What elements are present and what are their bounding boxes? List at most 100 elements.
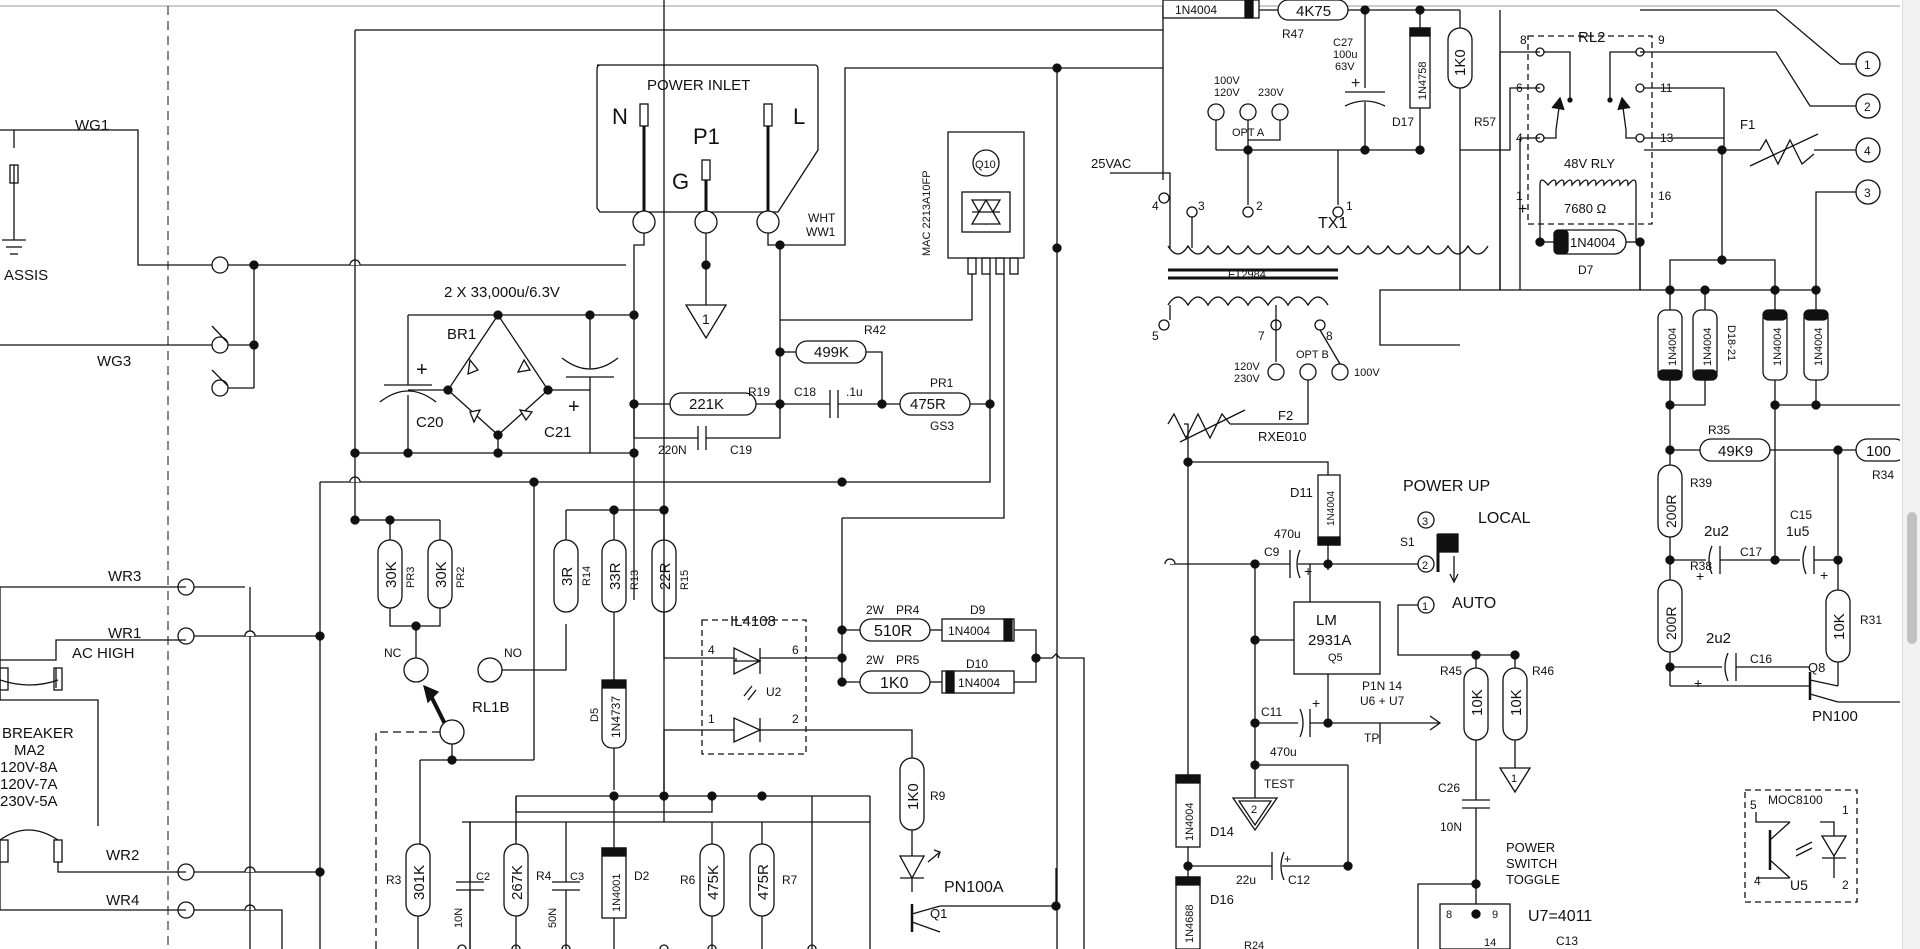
svg-text:3: 3 xyxy=(1198,199,1205,213)
svg-text:4: 4 xyxy=(1864,144,1871,158)
svg-text:R9: R9 xyxy=(930,789,946,803)
vertical-scrollbar[interactable] xyxy=(1902,0,1920,949)
svg-text:2931A: 2931A xyxy=(1308,632,1351,649)
svg-text:Q10: Q10 xyxy=(975,159,996,171)
svg-text:301K: 301K xyxy=(411,865,428,900)
svg-text:C17: C17 xyxy=(1740,545,1762,559)
svg-text:33R: 33R xyxy=(607,562,624,590)
svg-text:D5: D5 xyxy=(589,708,601,722)
svg-text:R46: R46 xyxy=(1532,664,1554,678)
svg-text:1N4004: 1N4004 xyxy=(1175,3,1217,17)
svg-text:1: 1 xyxy=(1346,199,1353,213)
svg-text:R4: R4 xyxy=(536,869,552,883)
svg-text:22R: 22R xyxy=(657,562,674,590)
svg-text:C11: C11 xyxy=(1261,705,1282,719)
cap-bank-label: 2 X 33,000u/6.3V xyxy=(444,284,560,301)
svg-text:R42: R42 xyxy=(864,323,886,337)
svg-text:.1u: .1u xyxy=(846,385,863,399)
svg-text:1N4004: 1N4004 xyxy=(1772,327,1784,366)
r19-value: 221K xyxy=(689,396,724,413)
svg-text:F1: F1 xyxy=(1740,117,1755,132)
svg-text:POWER UP: POWER UP xyxy=(1403,478,1490,495)
svg-text:14: 14 xyxy=(1484,937,1496,949)
svg-text:1: 1 xyxy=(1842,803,1849,817)
chassis-label: ASSIS xyxy=(4,267,48,284)
svg-text:R57: R57 xyxy=(1474,115,1496,129)
svg-text:D10: D10 xyxy=(966,657,988,671)
svg-text:S1: S1 xyxy=(1400,535,1415,549)
svg-text:8: 8 xyxy=(1520,33,1527,47)
svg-text:3R: 3R xyxy=(559,567,576,586)
diode-bridge-d18-21: 1N4004 1N4004 1N4004 1N4004 D18-21 xyxy=(1657,309,1829,381)
svg-text:+: + xyxy=(1518,201,1527,218)
wht-label: WHT xyxy=(808,211,836,225)
svg-text:PR5: PR5 xyxy=(896,653,920,667)
svg-text:Q8: Q8 xyxy=(1808,660,1825,675)
svg-text:WR4: WR4 xyxy=(106,892,139,909)
svg-text:+: + xyxy=(1304,563,1312,579)
svg-text:+: + xyxy=(416,359,428,381)
g-label: G xyxy=(672,169,689,194)
svg-text:R19: R19 xyxy=(748,385,770,399)
svg-text:1N4004: 1N4004 xyxy=(948,624,990,638)
scrollbar-thumb[interactable] xyxy=(1907,512,1917,644)
svg-text:1N4004: 1N4004 xyxy=(958,676,1000,690)
svg-text:2: 2 xyxy=(792,712,799,726)
svg-text:PR3: PR3 xyxy=(405,567,417,588)
svg-text:IL4108: IL4108 xyxy=(730,613,776,630)
r42-value: 499K xyxy=(814,344,849,361)
svg-text:48V RLY: 48V RLY xyxy=(1564,156,1615,171)
wg3-label: WG3 xyxy=(97,353,131,370)
svg-text:R31: R31 xyxy=(1860,613,1882,627)
pr1-value: 475R xyxy=(910,396,946,413)
svg-text:200R: 200R xyxy=(1663,495,1679,528)
svg-text:R45: R45 xyxy=(1440,664,1462,678)
svg-text:2: 2 xyxy=(1256,199,1263,213)
svg-text:C18: C18 xyxy=(794,385,816,399)
svg-text:470u: 470u xyxy=(1270,745,1297,759)
svg-text:22u: 22u xyxy=(1236,873,1256,887)
svg-text:WR2: WR2 xyxy=(106,847,139,864)
svg-text:C19: C19 xyxy=(730,443,752,457)
svg-text:220N: 220N xyxy=(658,443,687,457)
svg-text:+: + xyxy=(568,396,580,418)
svg-text:GS3: GS3 xyxy=(930,419,954,433)
svg-text:+: + xyxy=(1820,567,1828,583)
svg-text:7: 7 xyxy=(1258,329,1265,343)
svg-text:9: 9 xyxy=(1658,33,1665,47)
svg-text:+: + xyxy=(1351,75,1360,92)
svg-text:R7: R7 xyxy=(782,873,798,887)
svg-text:PN100A: PN100A xyxy=(944,879,1004,896)
svg-text:RL1B: RL1B xyxy=(472,699,510,716)
svg-text:9: 9 xyxy=(1492,909,1498,921)
svg-text:120V-7A: 120V-7A xyxy=(0,776,58,793)
svg-text:RXE010: RXE010 xyxy=(1258,429,1306,444)
svg-text:Q5: Q5 xyxy=(1328,652,1343,664)
svg-text:2: 2 xyxy=(1251,804,1257,816)
triac-q10: Q10 MAC 2213A10FP xyxy=(921,131,1025,275)
svg-text:1: 1 xyxy=(708,712,715,726)
svg-text:100V: 100V xyxy=(1214,75,1240,87)
svg-text:3: 3 xyxy=(1864,186,1871,200)
svg-text:30K: 30K xyxy=(433,561,450,588)
svg-text:1N4737: 1N4737 xyxy=(609,696,623,738)
svg-text:PN100: PN100 xyxy=(1812,708,1858,725)
svg-text:LOCAL: LOCAL xyxy=(1478,510,1531,527)
svg-text:D9: D9 xyxy=(970,603,986,617)
svg-text:8: 8 xyxy=(1326,329,1333,343)
power-inlet: POWER INLET N L P1 G WHT WW1 xyxy=(596,64,836,239)
svg-text:LM: LM xyxy=(1316,612,1337,629)
svg-text:TEST: TEST xyxy=(1264,777,1295,791)
wg-switches xyxy=(211,256,259,397)
svg-text:U7=4011: U7=4011 xyxy=(1528,908,1592,925)
svg-text:D7: D7 xyxy=(1578,263,1594,277)
svg-text:C26: C26 xyxy=(1438,781,1460,795)
svg-text:WR1: WR1 xyxy=(108,625,141,642)
bridge-rectifier-br1: BR1 xyxy=(443,310,553,440)
svg-text:100: 100 xyxy=(1866,443,1891,460)
svg-text:1N4004: 1N4004 xyxy=(1184,802,1196,841)
svg-text:U2: U2 xyxy=(766,685,782,699)
svg-text:1N4004: 1N4004 xyxy=(1667,327,1679,366)
